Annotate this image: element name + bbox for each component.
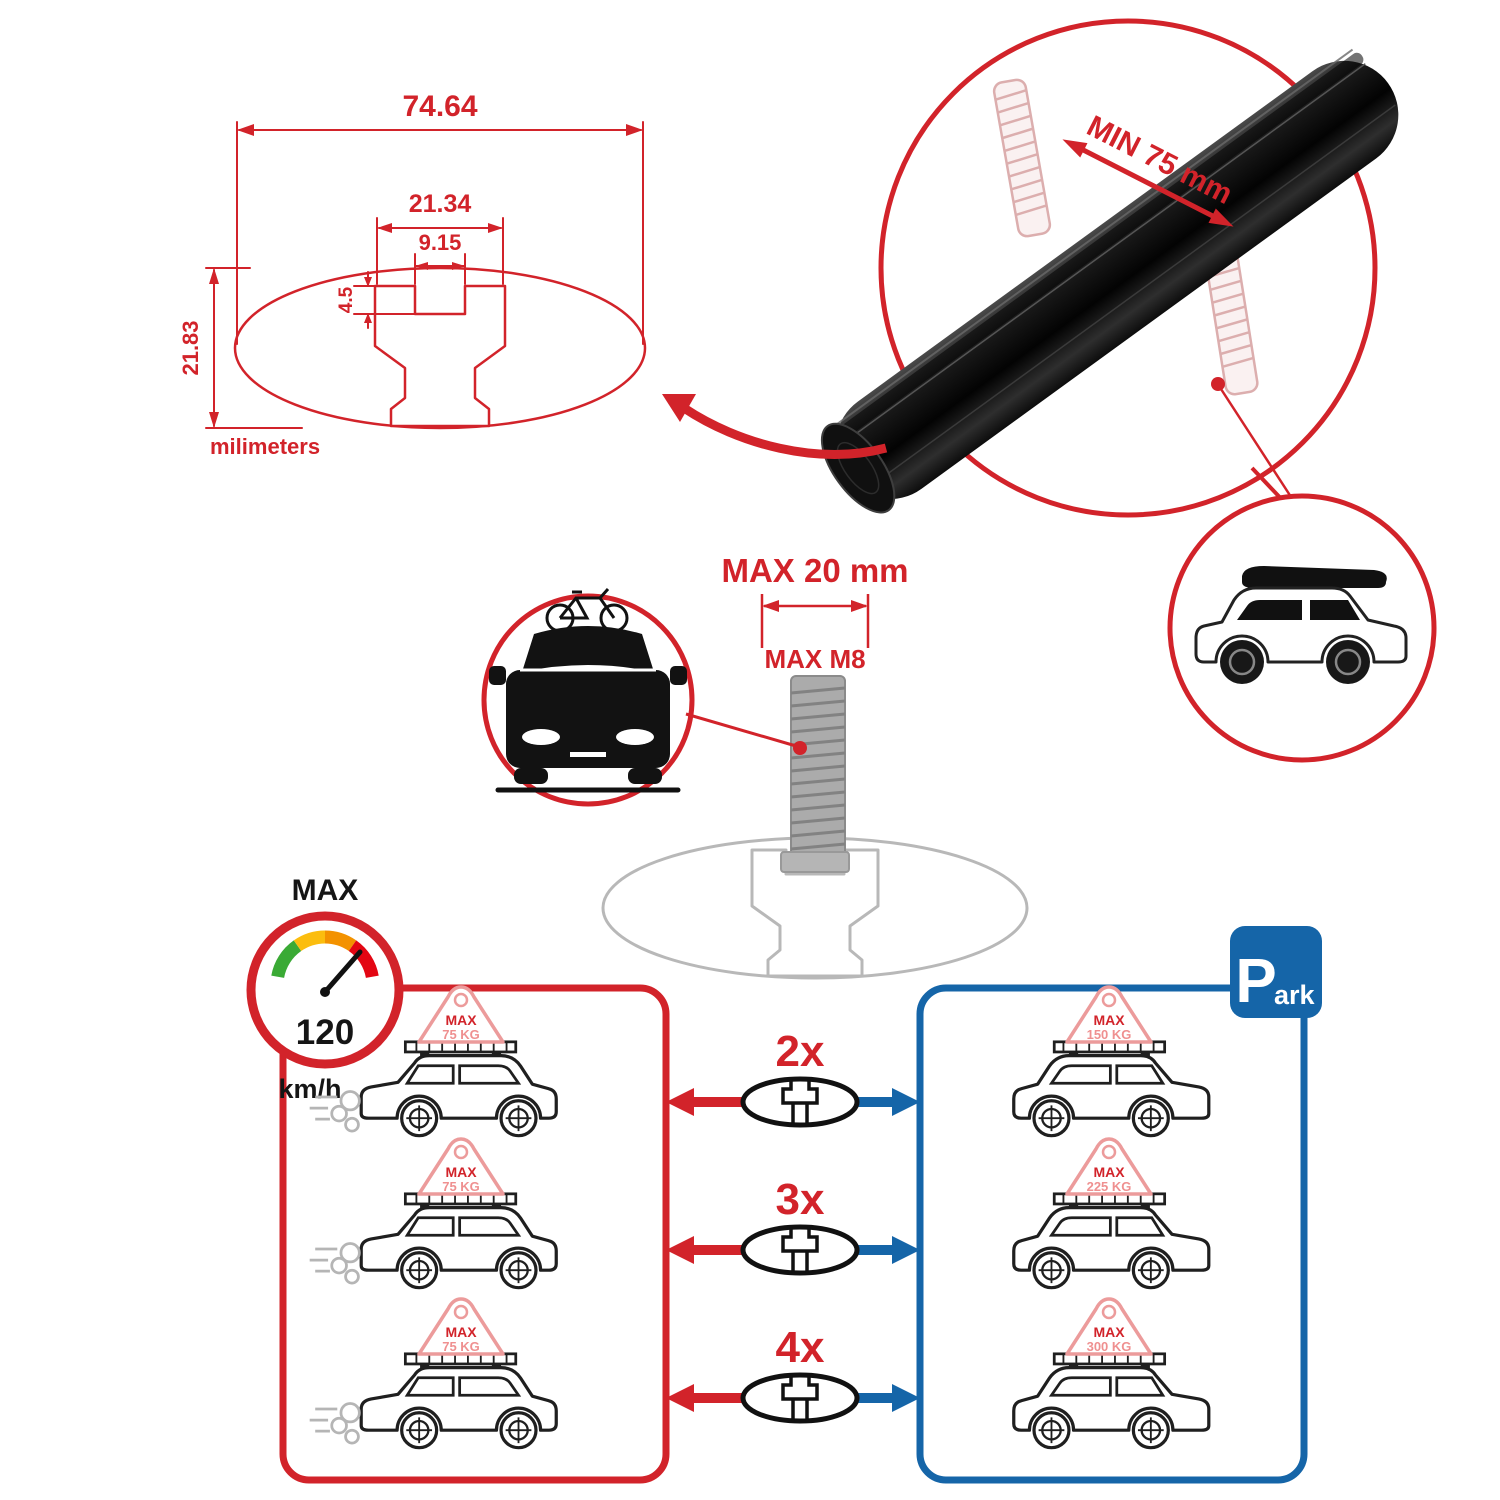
bar-count-label: 4x: [776, 1323, 825, 1372]
badge-label: MAX: [1093, 1012, 1125, 1028]
tbolt-ghost-left: [992, 78, 1052, 238]
crossbar-photo-callout: MIN 75 mm: [662, 18, 1437, 763]
tbolt-marker-dot: [1211, 377, 1225, 391]
suv-roofbox-illustration: [1194, 566, 1408, 684]
badge-value: 75 KG: [442, 1027, 480, 1042]
badge-value: 225 KG: [1087, 1179, 1132, 1194]
badge-label: MAX: [445, 1012, 477, 1028]
parked-cars: MAX 150 KG MAX 225 KG MAX 300 KG: [1012, 985, 1211, 1450]
bar-option-3x: 3x: [666, 1175, 920, 1276]
badge-label: MAX: [445, 1324, 477, 1340]
roof-load-badge: MAX 75 KG: [417, 985, 505, 1044]
dim-lip-depth: 4.5: [336, 286, 357, 313]
bar-count-options: 2x 3x 4x: [666, 1027, 920, 1424]
dot-connector: [1219, 388, 1295, 501]
badge-label: MAX: [445, 1164, 477, 1180]
badge-label: MAX: [1093, 1164, 1125, 1180]
roof-load-badge: MAX 300 KG: [1065, 1297, 1153, 1356]
badge-label: MAX: [1093, 1324, 1125, 1340]
callout-arrow-head: [662, 394, 696, 422]
dim-slot-inner: 9.15: [419, 230, 462, 255]
dim-total-width: 74.64: [402, 90, 477, 123]
gauge-needle: [322, 949, 363, 995]
roof-load-badge: MAX 75 KG: [417, 1297, 505, 1356]
dim-units-label: milimeters: [210, 434, 320, 459]
park-sign-letter: P: [1235, 947, 1276, 1016]
dim-total-height: 21.83: [178, 320, 203, 375]
bolt-spec-diagram: MAX 20 mm MAX M8: [481, 552, 1029, 980]
bike-car-illustration: [489, 588, 687, 793]
bar-option-2x: 2x: [666, 1027, 920, 1128]
dim-slot-outer: 21.34: [409, 190, 472, 218]
bolt-leader-dot: [793, 741, 807, 755]
callout-arrow-shaft: [681, 404, 888, 459]
park-sign: P ark: [1230, 926, 1322, 1018]
badge-value: 150 KG: [1087, 1027, 1132, 1042]
roof-load-badge: MAX 150 KG: [1065, 985, 1153, 1044]
crossbar-dimension-diagram: 74.64 21.34 9.15 4.5 21.83 milimeters: [178, 90, 647, 459]
bolt-max-size-label: MAX M8: [764, 644, 865, 674]
badge-value: 75 KG: [442, 1179, 480, 1194]
ghost-profile-slot: [750, 848, 880, 978]
speed-limit-gauge: MAX 120 km/h: [246, 874, 404, 1104]
bar-option-4x: 4x: [666, 1323, 920, 1424]
tbolt-illustration: [780, 675, 850, 873]
speed-unit: km/h: [278, 1074, 341, 1104]
bolt-max-width-label: MAX 20 mm: [721, 552, 908, 589]
driving-cars: MAX 75 KG MAX 75 KG MAX 75 KG: [308, 985, 558, 1450]
roof-load-badge: MAX 75 KG: [417, 1137, 505, 1196]
roof-load-badge: MAX 225 KG: [1065, 1137, 1153, 1196]
badge-value: 75 KG: [442, 1339, 480, 1354]
crossbar-tslot-profile: [373, 284, 507, 428]
bar-count-label: 2x: [776, 1027, 825, 1076]
speed-value: 120: [296, 1013, 354, 1052]
bar-count-label: 3x: [776, 1175, 825, 1224]
bolt-leader-line: [685, 712, 797, 748]
crossbar-render: [820, 48, 1399, 514]
speed-max-label: MAX: [292, 874, 359, 907]
badge-value: 300 KG: [1087, 1339, 1132, 1354]
park-sign-suffix: ark: [1274, 980, 1316, 1010]
